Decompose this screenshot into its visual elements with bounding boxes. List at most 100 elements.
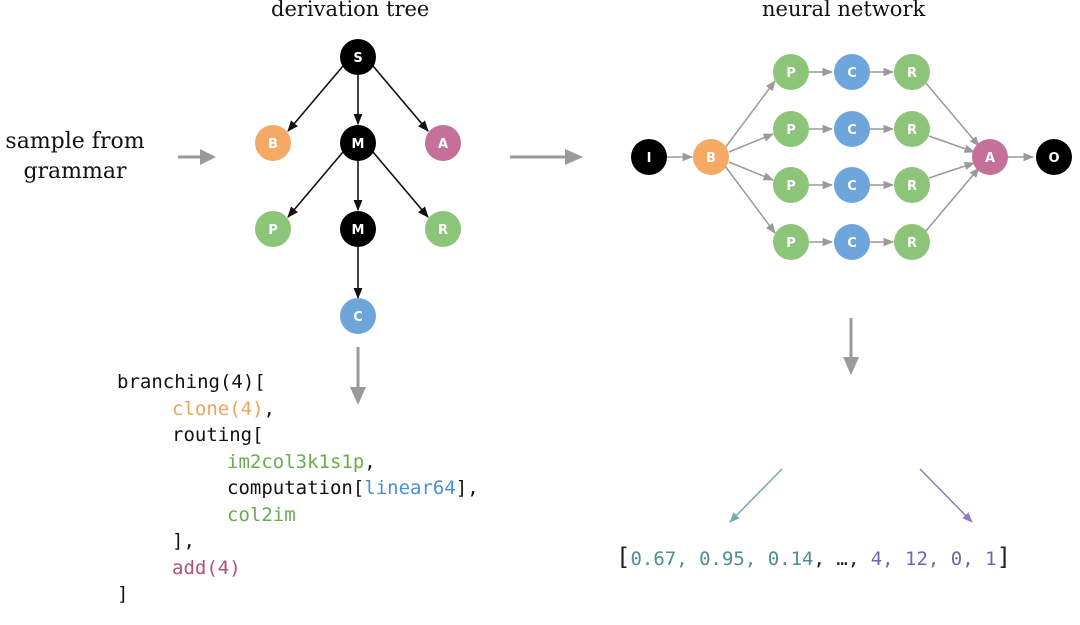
tree-node-s: S <box>340 39 376 75</box>
net-edge-b-p1 <box>724 80 776 149</box>
zcps-box: ZCPs <box>727 405 837 468</box>
code-token: ], <box>455 477 479 499</box>
net-node-branch-label: B <box>706 151 716 166</box>
code-token: computation[ <box>227 477 365 499</box>
net-path-3: P C R <box>773 167 930 203</box>
sample-label-line-1: sample from <box>5 129 145 154</box>
net-node-p4-label: P <box>786 236 796 251</box>
flow-arrow-to-network <box>510 149 583 165</box>
net-node-c1-label: C <box>847 66 857 81</box>
code-token: im2col3k1s1p <box>227 450 365 473</box>
tree-node-a-label: A <box>438 137 448 152</box>
tree-node-b-circle <box>255 125 291 161</box>
net-node-c2-label: C <box>847 123 857 138</box>
vector-zcp-values: 0.67, 0.95, 0.14 <box>630 548 814 570</box>
graf-box: GRAF <box>863 405 975 468</box>
code-token: linear64 <box>364 477 456 499</box>
tree-node-s-label: S <box>353 51 362 66</box>
tree-node-c: C <box>340 298 376 334</box>
net-path-2: P C R <box>773 111 930 147</box>
code-token: ], <box>172 530 195 552</box>
net-node-input: I <box>631 139 667 175</box>
code-line: routing[ <box>117 422 479 449</box>
tree-node-b-label: B <box>268 137 278 152</box>
net-node-output: O <box>1036 139 1072 175</box>
sample-from-grammar-label: sample from grammar <box>0 127 150 187</box>
code-line: clone(4), <box>117 396 479 423</box>
tree-node-m1: M <box>340 125 376 161</box>
tree-edge-s-b <box>287 65 344 132</box>
tree-node-m1-label: M <box>352 137 365 152</box>
net-edge-b-p3 <box>728 161 774 181</box>
tree-node-m2-label: M <box>352 223 365 238</box>
code-line: ], <box>117 528 479 555</box>
net-node-r2-label: R <box>907 123 917 138</box>
grammar-code-block: branching(4)[clone(4),routing[im2col3k1s… <box>117 369 479 608</box>
code-token: branching(4)[ <box>117 371 266 393</box>
net-node-r1-label: R <box>907 66 917 81</box>
code-token: add(4) <box>172 556 241 579</box>
net-edge-r4-a <box>924 167 980 233</box>
net-node-c4-label: C <box>847 236 857 251</box>
tree-edge-m-p <box>287 151 344 218</box>
tree-node-a: A <box>425 125 461 161</box>
net-edge-b-p4 <box>724 165 776 234</box>
net-edge-r2-a <box>928 135 975 153</box>
net-node-input-label: I <box>647 151 652 166</box>
tree-node-b: B <box>255 125 291 161</box>
code-token: , <box>263 397 275 420</box>
net-node-c3-label: C <box>847 179 857 194</box>
vector-separator-2: , <box>847 548 871 570</box>
tree-node-p: P <box>255 211 291 247</box>
net-edge-r1-a <box>924 81 980 147</box>
code-line: ] <box>117 581 479 608</box>
tree-edge-s-a <box>372 65 429 132</box>
tree-node-r-circle <box>425 211 461 247</box>
vector-separator-1: , <box>813 548 837 570</box>
net-node-output-label: O <box>1048 151 1059 166</box>
derivation-tree-title: derivation tree <box>271 0 430 21</box>
code-token: ] <box>117 583 129 605</box>
tree-node-c-label: C <box>353 310 363 325</box>
tree-node-r-label: R <box>438 223 448 238</box>
net-edge-r3-a <box>928 162 975 179</box>
feature-vector: [0.67, 0.95, 0.14, …, 4, 12, 0, 1] <box>616 543 1011 571</box>
tree-node-r: R <box>425 211 461 247</box>
net-path-4: P C R <box>773 224 930 260</box>
code-token: clone(4) <box>172 397 264 420</box>
tree-node-a-circle <box>425 125 461 161</box>
code-line: col2im <box>117 502 479 529</box>
flow-arrow-to-encodings <box>843 318 859 375</box>
sample-label-line-2: grammar <box>23 159 127 184</box>
net-node-add: A <box>972 139 1008 175</box>
code-line: add(4) <box>117 555 479 582</box>
zcps-label: ZCPs <box>753 424 811 449</box>
tree-node-m1-circle <box>340 125 376 161</box>
code-line: im2col3k1s1p, <box>117 449 479 476</box>
neural-network-title: neural network <box>762 0 926 21</box>
tree-node-c-circle <box>340 298 376 334</box>
zcps-arrow <box>729 468 783 523</box>
net-node-p3-label: P <box>786 179 796 194</box>
tree-edge-m-r <box>372 151 429 218</box>
net-node-p2-label: P <box>786 123 796 138</box>
net-node-r4-label: R <box>907 236 917 251</box>
flow-arrow-sample <box>178 149 216 165</box>
tree-node-m2: M <box>340 211 376 247</box>
code-token: routing[ <box>172 424 264 446</box>
graf-label: GRAF <box>886 424 952 449</box>
vector-graf-values: 4, 12, 0, 1 <box>870 548 997 570</box>
vector-open-bracket: [ <box>616 543 631 571</box>
code-token: , <box>364 450 376 473</box>
vector-ellipsis: … <box>836 548 848 570</box>
net-node-add-label: A <box>985 151 995 166</box>
tree-edges <box>287 65 429 300</box>
tree-node-p-circle <box>255 211 291 247</box>
code-token: col2im <box>227 503 296 526</box>
net-node-branch: B <box>693 139 729 175</box>
net-path-1: P C R <box>773 54 930 90</box>
tree-node-s-circle <box>340 39 376 75</box>
tree-node-m2-circle <box>340 211 376 247</box>
code-line: computation[linear64], <box>117 475 479 502</box>
tree-node-p-label: P <box>268 223 278 238</box>
